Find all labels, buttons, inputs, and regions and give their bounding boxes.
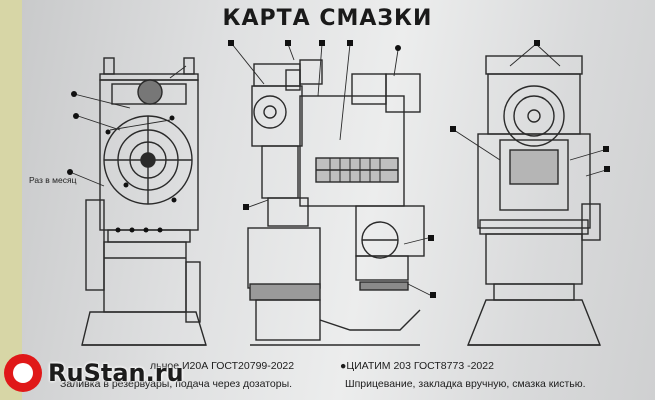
grease-method-text: Шприцевание, закладка вручную, смазка ки… <box>345 378 586 390</box>
press-middle-view <box>247 59 425 346</box>
oil-spec-text: льное И20А ГОСТ20799-2022 <box>150 360 295 372</box>
chart-title: КАРТА СМАЗКИ <box>222 6 433 31</box>
watermark-logo: RuStan.ru <box>4 350 210 396</box>
grease-spec-text: ●ЦИАТИМ 203 ГОСТ8773 -2022 <box>340 360 494 372</box>
leader-lines <box>69 43 607 297</box>
press-right-view <box>466 55 602 346</box>
lubrication-chart-plate <box>22 0 655 400</box>
press-left-view <box>81 57 207 346</box>
logo-icon <box>4 354 42 392</box>
watermark-text: RuStan.ru <box>48 359 184 387</box>
lubrication-point-markers <box>67 40 610 298</box>
oil-method-text: Заливка в резервуары, подача через дозат… <box>60 378 293 390</box>
monthly-note: Раз в месяц <box>29 175 77 185</box>
